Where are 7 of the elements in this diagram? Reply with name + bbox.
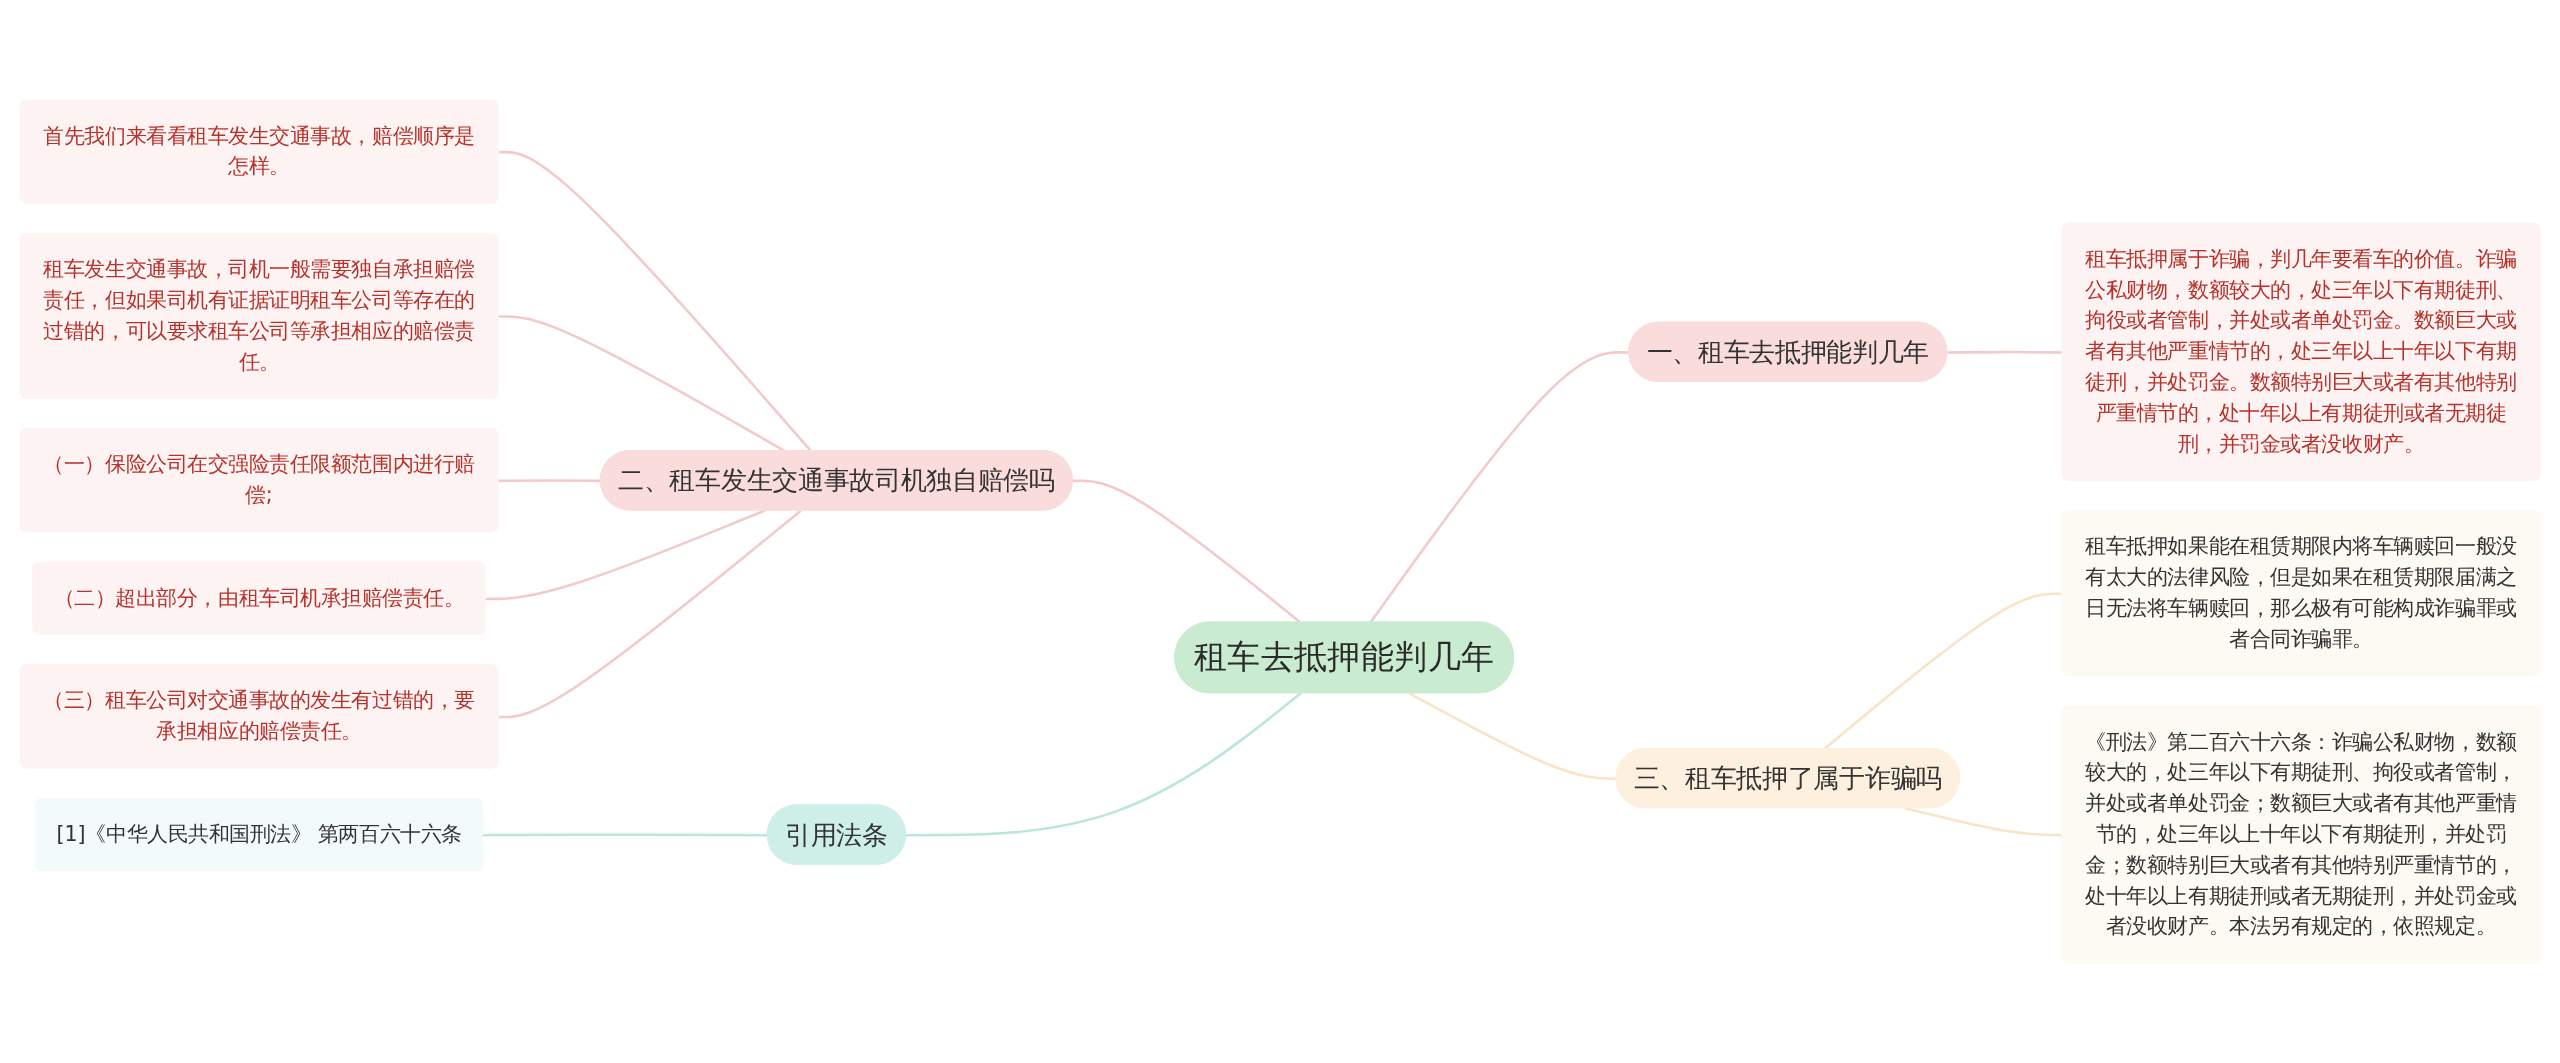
connector <box>498 509 802 719</box>
connector <box>485 509 766 601</box>
connector <box>906 692 1302 837</box>
connector <box>1904 806 2063 837</box>
connector <box>1947 350 2063 354</box>
connector <box>1408 692 1617 780</box>
connector <box>498 479 602 483</box>
